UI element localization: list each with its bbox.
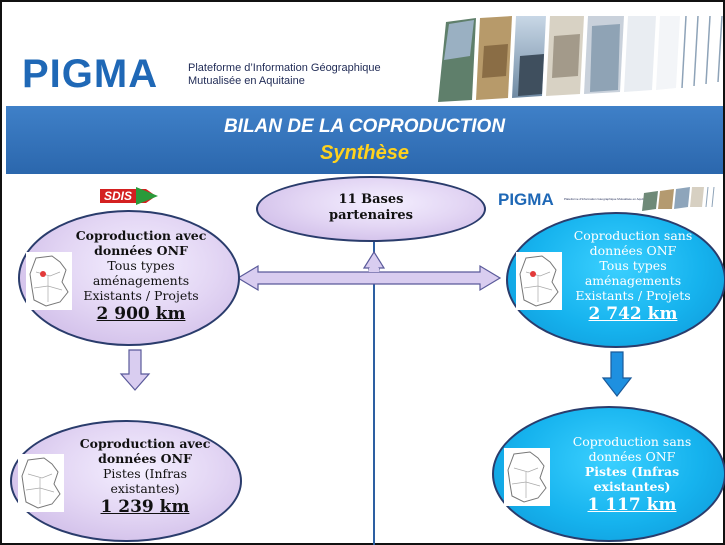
left-bottom-line4: existantes) bbox=[110, 481, 180, 496]
left-bottom-line1: Coproduction avec bbox=[79, 436, 211, 451]
pigma-logo: PIGMA bbox=[22, 52, 159, 96]
right-bottom-line1: Coproduction sans bbox=[572, 434, 692, 449]
left-bottom-line2: données ONF bbox=[98, 451, 192, 466]
left-bottom-text: Coproduction avec données ONF Pistes (In… bbox=[60, 436, 230, 518]
left-top-line3: Tous types bbox=[107, 258, 175, 273]
left-top-line1: Coproduction avec bbox=[75, 228, 207, 243]
left-bottom-line3: Pistes (Infras bbox=[103, 466, 187, 481]
logo-subtitle: Plateforme d’Information Géographique Mu… bbox=[188, 62, 381, 88]
aquitaine-map-icon bbox=[504, 448, 550, 506]
right-bottom-text: Coproduction sans données ONF Pistes (In… bbox=[546, 434, 718, 516]
center-up-arrow bbox=[362, 250, 386, 271]
left-top-ellipse: Coproduction avec données ONF Tous types… bbox=[18, 210, 240, 346]
right-top-line3: Tous types bbox=[599, 258, 667, 273]
left-top-line4: aménagements bbox=[92, 273, 190, 288]
left-top-line2: données ONF bbox=[94, 243, 188, 258]
right-bottom-km: 1 117 km bbox=[587, 495, 677, 515]
center-line1: 11 Bases bbox=[338, 192, 404, 207]
horizontal-double-arrow bbox=[236, 264, 502, 292]
center-partners-ellipse: 11 Bases partenaires bbox=[256, 176, 486, 242]
right-top-text: Coproduction sans données ONF Tous types… bbox=[548, 228, 718, 325]
left-top-line5: Existants / Projets bbox=[83, 288, 199, 303]
right-bottom-line3: Pistes (Infras bbox=[584, 464, 680, 479]
small-pigma-logo: PIGMA Plateforme d'Information Géographi… bbox=[498, 187, 715, 211]
right-top-line5: Existants / Projets bbox=[575, 288, 691, 303]
right-bottom-line2: données ONF bbox=[588, 449, 676, 464]
logo-subtitle-line2: Mutualisée en Aquitaine bbox=[188, 75, 305, 87]
center-partners-text: 11 Bases partenaires bbox=[258, 192, 484, 224]
small-logo-subtitle: Plateforme d'Information Géographique Mu… bbox=[564, 197, 649, 201]
right-top-km: 2 742 km bbox=[588, 304, 678, 324]
left-bottom-ellipse: Coproduction avec données ONF Pistes (In… bbox=[10, 420, 242, 542]
small-logo-text: PIGMA bbox=[498, 190, 554, 209]
right-top-line2: données ONF bbox=[589, 243, 677, 258]
right-down-arrow bbox=[601, 351, 633, 397]
right-top-ellipse: Coproduction sans données ONF Tous types… bbox=[506, 212, 725, 348]
left-top-text: Coproduction avec données ONF Tous types… bbox=[56, 228, 226, 325]
banner-subtitle: Synthèse bbox=[320, 142, 409, 164]
center-line2: partenaires bbox=[329, 208, 413, 223]
left-bottom-km: 1 239 km bbox=[100, 497, 190, 517]
sdis-logo: SDIS bbox=[100, 187, 158, 205]
aquitaine-map-icon bbox=[26, 252, 72, 310]
banner-title: BILAN DE LA COPRODUCTION bbox=[223, 116, 506, 137]
aquitaine-map-icon bbox=[516, 252, 562, 310]
right-bottom-line4: existantes) bbox=[593, 479, 671, 494]
header-photo-strip bbox=[438, 16, 723, 102]
right-top-line4: aménagements bbox=[584, 273, 682, 288]
aquitaine-map-icon bbox=[18, 454, 64, 512]
right-bottom-ellipse: Coproduction sans données ONF Pistes (In… bbox=[492, 406, 725, 542]
right-top-line1: Coproduction sans bbox=[573, 228, 693, 243]
center-divider bbox=[373, 242, 375, 545]
sdis-logo-text: SDIS bbox=[104, 189, 132, 203]
logo-subtitle-line1: Plateforme d’Information Géographique bbox=[188, 62, 381, 74]
left-top-km: 2 900 km bbox=[96, 304, 186, 324]
title-banner: BILAN DE LA COPRODUCTION Synthèse bbox=[6, 106, 723, 174]
left-down-arrow bbox=[119, 349, 151, 391]
